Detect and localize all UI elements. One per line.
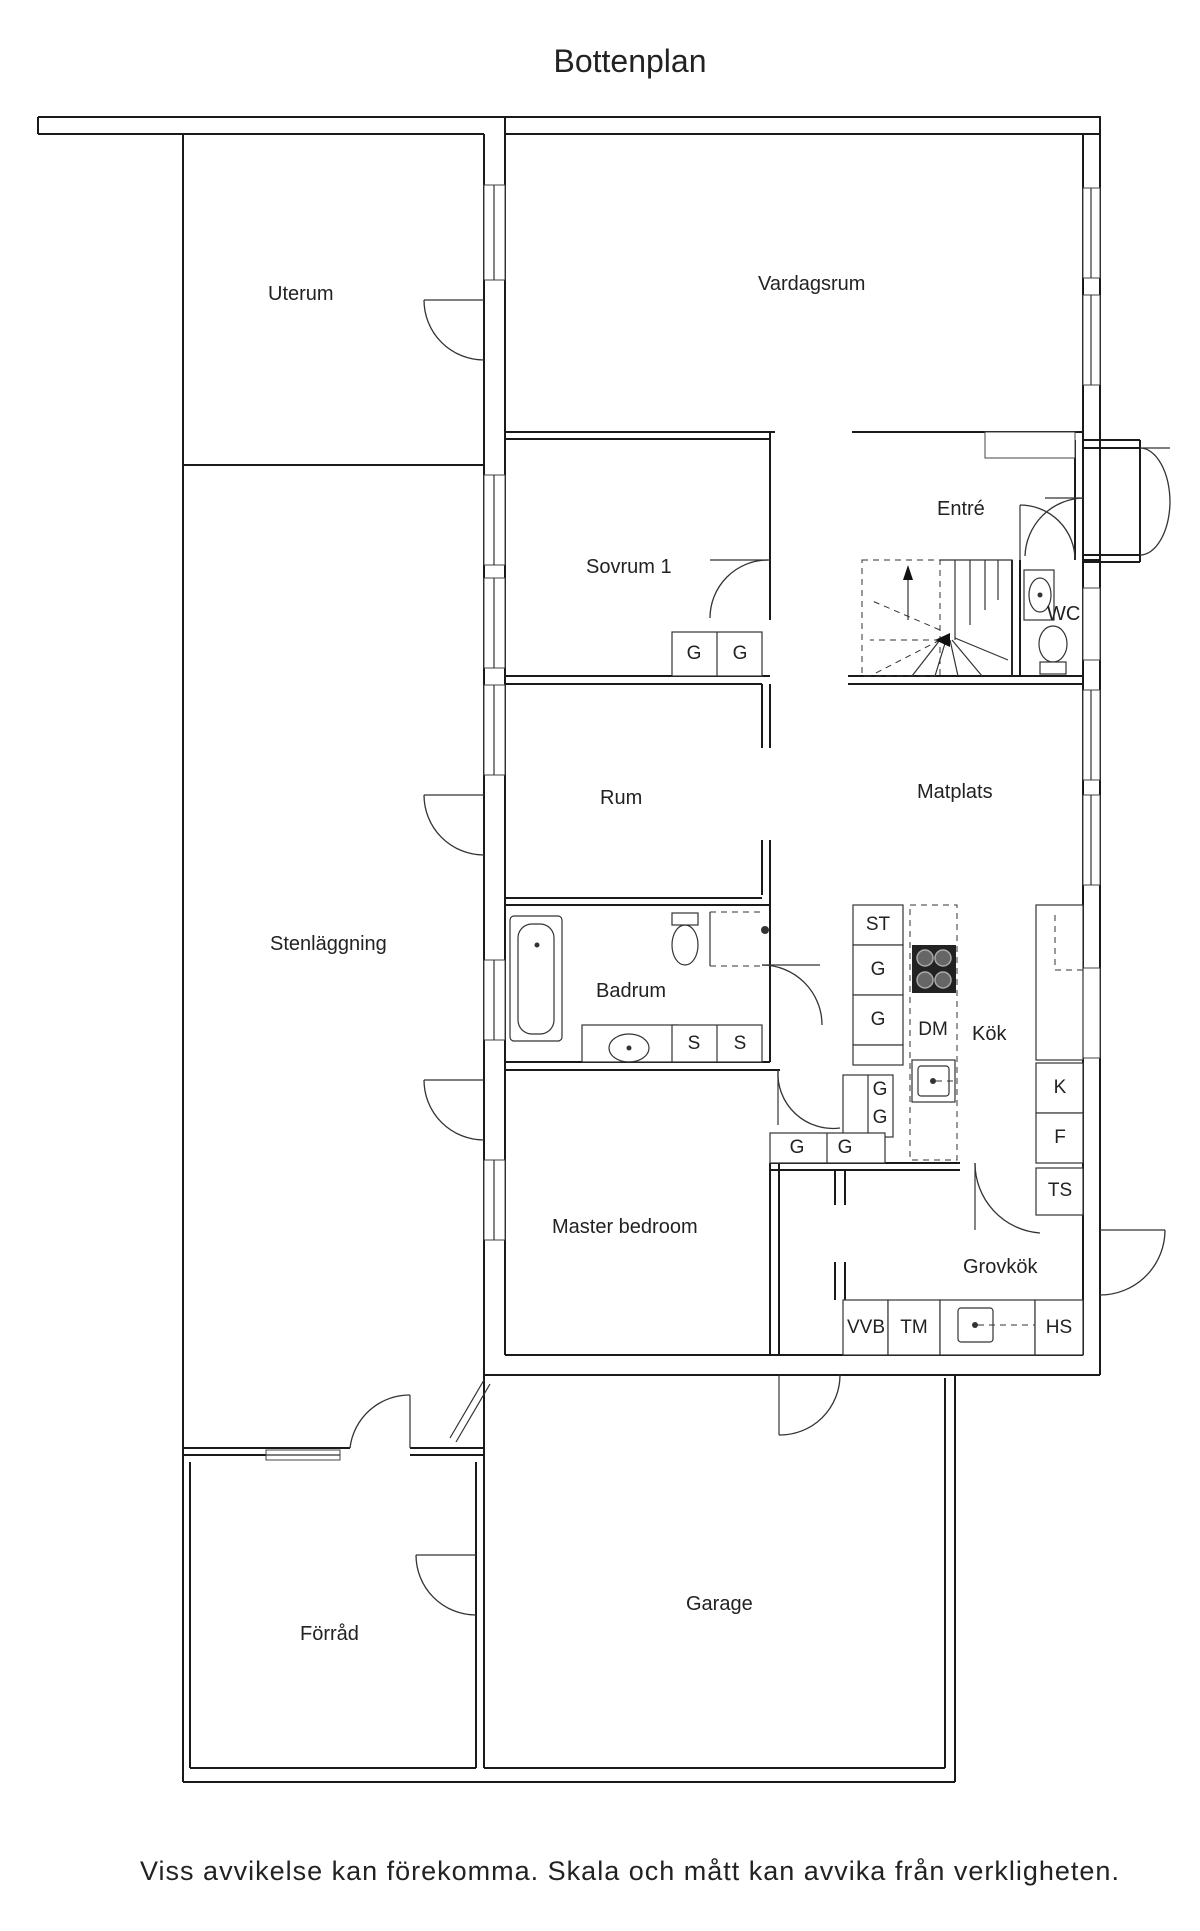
- washer-label: TM: [900, 1317, 927, 1338]
- room-label-kok: Kök: [972, 1023, 1007, 1045]
- disclaimer-text: Viss avvikelse kan förekomma. Skala och …: [140, 1856, 1120, 1886]
- bathroom-fixtures: [509, 911, 769, 1063]
- wardrobe-label: G: [733, 643, 748, 664]
- room-label-badrum: Badrum: [596, 980, 666, 1002]
- dishwasher-label: DM: [918, 1019, 948, 1040]
- room-label-rum: Rum: [600, 787, 642, 809]
- wardrobe-label: G: [873, 1107, 888, 1128]
- wardrobe-label: G: [838, 1137, 853, 1158]
- wardrobe-label: G: [873, 1079, 888, 1100]
- plan-title: Bottenplan: [553, 43, 706, 79]
- stove-label: ST: [866, 914, 891, 935]
- wardrobe-label: G: [687, 643, 702, 664]
- water-heater-label: VVB: [847, 1317, 885, 1338]
- sink-cabinet-label: S: [688, 1033, 701, 1054]
- room-label-entre: Entré: [937, 498, 985, 520]
- hall-cabinet-label: HS: [1046, 1317, 1072, 1338]
- windows: [265, 184, 1101, 1461]
- room-label-wc: WC: [1047, 603, 1080, 625]
- room-label-garage: Garage: [686, 1593, 753, 1615]
- room-label-sovrum-1: Sovrum 1: [586, 556, 672, 578]
- wc-fixtures: [1023, 569, 1068, 675]
- room-label-stenlaggning: Stenläggning: [270, 933, 387, 955]
- room-label-vardagsrum: Vardagsrum: [758, 273, 865, 295]
- room-label-uterum: Uterum: [268, 283, 334, 305]
- fixture-labels: G G S S ST G G DM G G G G K F TS VVB TM …: [687, 643, 1073, 1338]
- walls: [37, 116, 1141, 1783]
- doors: [349, 299, 1171, 1616]
- kitchen-fixtures: [671, 631, 1084, 1356]
- room-label-master-bedroom: Master bedroom: [552, 1216, 698, 1238]
- wardrobe-label: G: [871, 1009, 886, 1030]
- dryer-label: TS: [1048, 1180, 1072, 1201]
- staircase: [861, 559, 1013, 677]
- room-labels: Uterum Vardagsrum Entré Sovrum 1 WC Rum …: [268, 273, 1080, 1645]
- freezer-label: F: [1054, 1127, 1066, 1148]
- room-label-forrad: Förråd: [300, 1623, 359, 1645]
- wardrobe-label: G: [790, 1137, 805, 1158]
- room-label-matplats: Matplats: [917, 781, 993, 803]
- room-label-grovkok: Grovkök: [963, 1256, 1038, 1278]
- fridge-label: K: [1054, 1077, 1067, 1098]
- sink-cabinet-label: S: [734, 1033, 747, 1054]
- wardrobe-label: G: [871, 959, 886, 980]
